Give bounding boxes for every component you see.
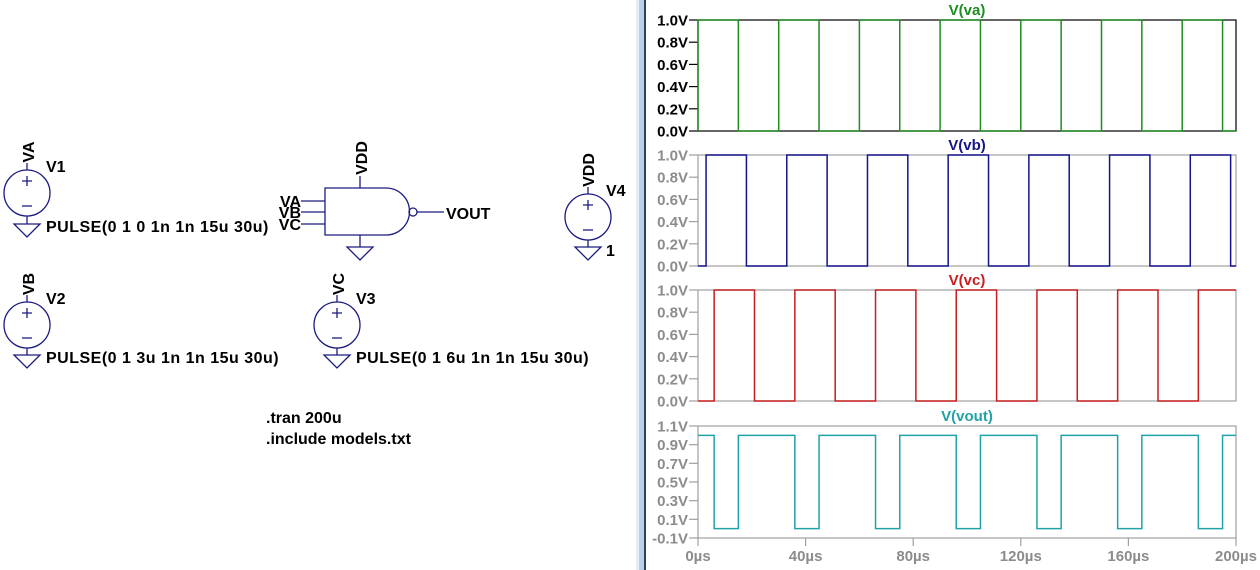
spice-directives[interactable]: .tran 200u .include models.txt [266,410,412,448]
plot-pane-vb[interactable]: 0.0V 0.2V 0.4V 0.6V 0.8V 1.0V V(vb) [657,137,1237,276]
x-tick-label: 160µs [1107,548,1149,565]
y-tick-label: 1.0V [657,148,688,165]
voltage-source-v1[interactable]: VA V1 PULSE(0 1 0 1n 1n 15u 30u) [3,141,269,238]
y-tick-label: 1.0V [657,13,688,30]
window-border-edge [644,0,646,570]
voltage-source-v2[interactable]: VB V2 PULSE(0 1 3u 1n 1n 15u 30u) [3,273,279,369]
x-tick-label: 120µs [1000,548,1042,565]
y-tick-label: 0.2V [657,371,688,388]
trace-title-va[interactable]: V(va) [949,2,986,19]
schematic-editor[interactable]: VA V1 PULSE(0 1 0 1n 1n 15u 30u) VB V2 P… [3,141,626,448]
net-label-vb[interactable]: VB [21,273,38,295]
y-tick-label: 0.5V [657,475,688,492]
plus-icon [583,200,593,210]
nand-gate[interactable]: VDD VOUT VA VB VC [279,141,491,261]
component-ref[interactable]: V3 [356,291,376,308]
net-label-vout[interactable]: VOUT [446,206,491,223]
component-value[interactable]: PULSE(0 1 3u 1n 1n 15u 30u) [46,350,279,367]
y-tick-label: 0.4V [657,349,688,366]
ground-icon[interactable] [12,354,42,369]
x-tick-label: 40µs [789,548,823,565]
waveform-window: 0.0V 0.2V 0.4V 0.6V 0.8V 1.0V V(va) 0.0V 0.2V 0.4… [636,0,1260,570]
y-tick-label: 1.1V [657,419,688,436]
voltage-source-v3[interactable]: VC V3 PULSE(0 1 6u 1n 1n 15u 30u) [313,272,589,369]
plot-pane-va[interactable]: 0.0V 0.2V 0.4V 0.6V 0.8V 1.0V V(va) [657,2,1237,141]
net-label-vdd[interactable]: VDD [581,153,598,187]
y-tick-label: 0.8V [657,170,688,187]
directive-include[interactable]: .include models.txt [266,431,412,448]
component-ref[interactable]: V1 [46,159,66,176]
plot-panes: 0.0V 0.2V 0.4V 0.6V 0.8V 1.0V V(va) 0.0V 0.2V 0.4… [652,2,1257,565]
plot-pane-vc[interactable]: 0.0V 0.2V 0.4V 0.6V 0.8V 1.0V V(vc) [657,272,1237,411]
net-label-vc[interactable]: VC [331,272,348,295]
plus-icon [22,176,32,186]
y-tick-label: -0.1V [652,531,688,548]
y-tick-label: 0.0V [657,124,688,141]
y-tick-label: 0.6V [657,57,688,74]
ground-icon[interactable] [12,223,42,238]
y-tick-label: 0.3V [657,493,688,510]
y-tick-label: 0.0V [657,394,688,411]
component-value[interactable]: 1 [606,243,615,260]
plot-pane-vout[interactable]: -0.1V 0.1V 0.3V0.5V 0.7V 0.9V1.1V V(vout) 0µs 4… [652,408,1257,565]
y-tick-label: 0.6V [657,192,688,209]
y-tick-label: 0.8V [657,305,688,322]
y-tick-label: 0.8V [657,35,688,52]
trace-title-vb[interactable]: V(vb) [948,137,986,154]
nand-gate-body[interactable] [324,187,411,236]
y-tick-label: 0.0V [657,259,688,276]
y-tick-label: 0.4V [657,79,688,96]
inverter-bubble [408,207,418,217]
ground-icon[interactable] [345,246,375,261]
trace-title-vout[interactable]: V(vout) [941,408,993,425]
trace-va [697,19,1236,132]
component-value[interactable]: PULSE(0 1 6u 1n 1n 15u 30u) [356,350,589,367]
plus-icon [332,308,342,318]
window-splitter[interactable] [636,0,639,570]
x-tick-label: 200µs [1215,548,1257,565]
trace-vb [698,154,1236,267]
y-tick-label: 1.0V [657,283,688,300]
y-tick-label: 0.2V [657,236,688,253]
y-tick-label: 0.7V [657,456,688,473]
y-tick-label: 0.1V [657,512,688,529]
trace-vc [698,289,1236,402]
x-tick-label: 0µs [685,548,710,565]
net-label-vc-gate[interactable]: VC [279,217,302,234]
net-label-va[interactable]: VA [21,141,38,162]
y-tick-label: 0.9V [657,437,688,454]
ground-icon[interactable] [573,246,603,261]
directive-tran[interactable]: .tran 200u [266,410,342,427]
voltage-source-v4[interactable]: VDD V4 1 [564,153,626,261]
ground-icon[interactable] [322,354,352,369]
net-label-va-gate[interactable]: VA [280,194,301,211]
net-label-vb-gate[interactable]: VB [279,205,301,222]
window-border[interactable] [639,0,644,570]
plus-icon [22,308,32,318]
y-tick-label: 0.2V [657,101,688,118]
component-value[interactable]: PULSE(0 1 0 1n 1n 15u 30u) [46,219,269,236]
component-ref[interactable]: V4 [606,183,626,200]
trace-vout [698,434,1236,530]
y-tick-label: 0.6V [657,327,688,344]
net-label-vdd-gate[interactable]: VDD [354,141,371,175]
waveform-background[interactable] [636,0,1260,570]
trace-title-vc[interactable]: V(vc) [949,272,986,289]
y-tick-label: 0.4V [657,214,688,231]
component-ref[interactable]: V2 [46,291,66,308]
x-tick-label: 80µs [896,548,930,565]
